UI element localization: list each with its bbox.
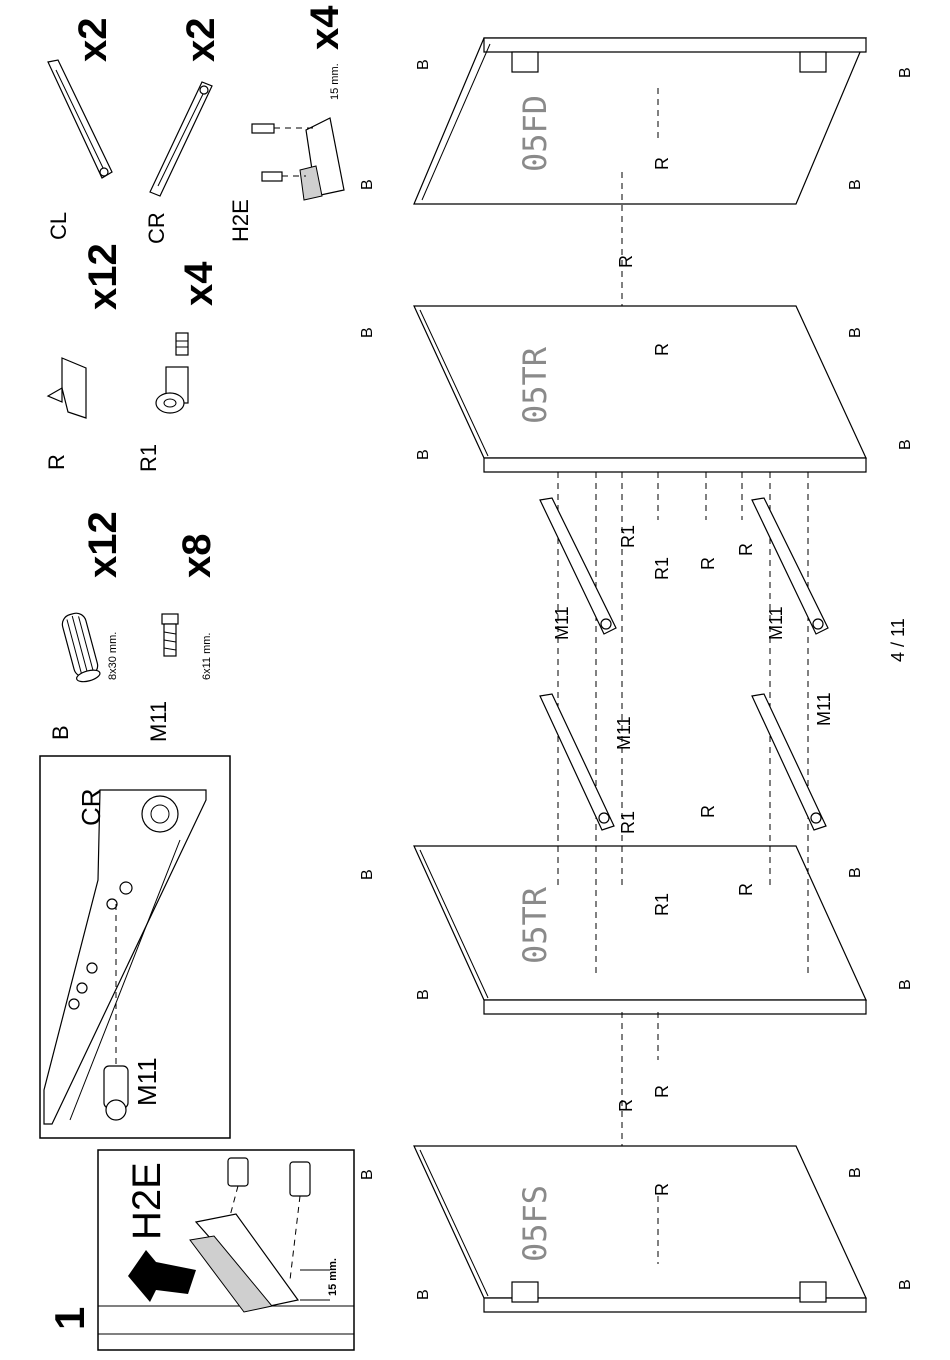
part-cr: CR x2	[144, 18, 223, 245]
part-m11: M11 6x11 mm. x8	[146, 534, 219, 743]
callout-r: R	[652, 1183, 672, 1196]
callout-m11: M11	[552, 606, 572, 640]
part-m11-qty: x8	[175, 534, 219, 579]
part-h2e-code: H2E	[228, 199, 253, 242]
inset-m11-label: M11	[132, 1057, 162, 1106]
callout-r: R	[736, 883, 756, 896]
callout-r: R	[698, 557, 718, 570]
callout-r1: R1	[618, 525, 638, 548]
panel-05tr-lower: 05TR	[414, 846, 866, 1014]
part-r-code: R	[44, 454, 69, 470]
callout-b: B	[847, 867, 864, 878]
runner-closeup-icon	[44, 790, 206, 1124]
part-r1: R1 x4	[136, 261, 221, 472]
callout-m11: M11	[766, 606, 786, 640]
detail-inset-h2e: H2E 15 mm. 1	[46, 1150, 354, 1350]
cam-lock-icon	[156, 333, 188, 413]
callout-b: B	[897, 67, 914, 78]
callout-b: B	[847, 179, 864, 190]
part-cr-code: CR	[144, 212, 169, 244]
panel-05fs-code: 05FS	[516, 1185, 554, 1262]
part-b-code: B	[48, 725, 73, 740]
callout-b: B	[359, 179, 376, 190]
panels: 05FD 05TR 05TR 05FS	[414, 38, 866, 1312]
callout-b: B	[847, 327, 864, 338]
callout-b: B	[847, 1167, 864, 1178]
parts-list: B 8x30 mm. x12 M11 6x11 mm. x8 R x1	[44, 5, 347, 742]
detail-inset-cr: CR M11	[40, 756, 230, 1138]
hinge-closeup-icon	[190, 1158, 330, 1312]
part-b-qty: x12	[81, 511, 125, 578]
callouts: B B B B B B B B B B B B B B B B R R R R1…	[359, 59, 914, 1300]
callout-b: B	[897, 439, 914, 450]
part-h2e-size: 15 mm.	[329, 63, 341, 100]
callout-r1: R1	[652, 893, 672, 916]
part-m11-size: 6x11 mm.	[201, 633, 213, 680]
callout-m11: M11	[814, 692, 834, 726]
runner-upper-right	[752, 498, 828, 634]
callout-r: R	[736, 543, 756, 556]
direction-arrow-icon	[128, 1250, 196, 1302]
runner-lower-left	[540, 694, 614, 830]
panel-05tr-upper-code: 05TR	[516, 346, 554, 424]
panel-05fd: 05FD	[414, 38, 866, 204]
callout-r: R	[616, 1099, 636, 1112]
panel-05fs: 05FS	[414, 1146, 866, 1312]
callout-r: R	[652, 1085, 672, 1098]
panel-05tr-lower-code: 05TR	[516, 886, 554, 964]
part-h2e: 15 mm. H2E x4	[228, 5, 347, 242]
drawer-runner-left-icon	[48, 60, 112, 178]
callout-r1: R1	[618, 811, 638, 834]
part-cl-qty: x2	[71, 18, 115, 63]
part-h2e-qty: x4	[303, 5, 347, 50]
inset-h2e-dimension: 15 mm.	[327, 1258, 339, 1296]
callout-r1: R1	[652, 557, 672, 580]
inset-h2e-label: H2E	[125, 1162, 169, 1240]
callout-r: R	[698, 805, 718, 818]
part-m11-code: M11	[146, 701, 171, 742]
runners	[540, 498, 828, 830]
inset-cr-label: CR	[76, 788, 106, 826]
drawer-runner-right-icon	[150, 82, 212, 196]
part-r: R x12	[44, 243, 125, 470]
shelf-support-icon	[48, 358, 86, 418]
callout-b: B	[415, 449, 432, 460]
hinge-plate-icon	[252, 118, 344, 200]
callout-b: B	[359, 327, 376, 338]
callout-r: R	[652, 157, 672, 170]
part-b-size: 8x30 mm.	[107, 632, 119, 680]
step-number: 1	[46, 1307, 93, 1330]
dowel-icon	[60, 611, 101, 684]
callout-b: B	[897, 1279, 914, 1290]
callout-b: B	[415, 989, 432, 1000]
part-cr-qty: x2	[179, 18, 223, 63]
part-r-qty: x12	[81, 243, 125, 310]
part-cl-code: CL	[46, 212, 71, 240]
guide-lines	[558, 88, 808, 1264]
part-r1-qty: x4	[177, 261, 221, 306]
page-number: 4 / 11	[888, 618, 908, 662]
callout-b: B	[359, 869, 376, 880]
callout-b: B	[415, 59, 432, 70]
part-cl: CL x2	[46, 18, 115, 241]
callout-b: B	[359, 1169, 376, 1180]
callout-b: B	[897, 979, 914, 990]
callout-m11: M11	[614, 716, 634, 750]
panel-05tr-upper: 05TR	[414, 306, 866, 472]
callout-b: B	[415, 1289, 432, 1300]
part-r1-code: R1	[136, 444, 161, 472]
part-b: B 8x30 mm. x12	[48, 511, 125, 740]
callout-r: R	[616, 255, 636, 268]
callout-r: R	[652, 343, 672, 356]
screw-icon	[162, 614, 178, 656]
panel-05fd-code: 05FD	[516, 95, 554, 172]
